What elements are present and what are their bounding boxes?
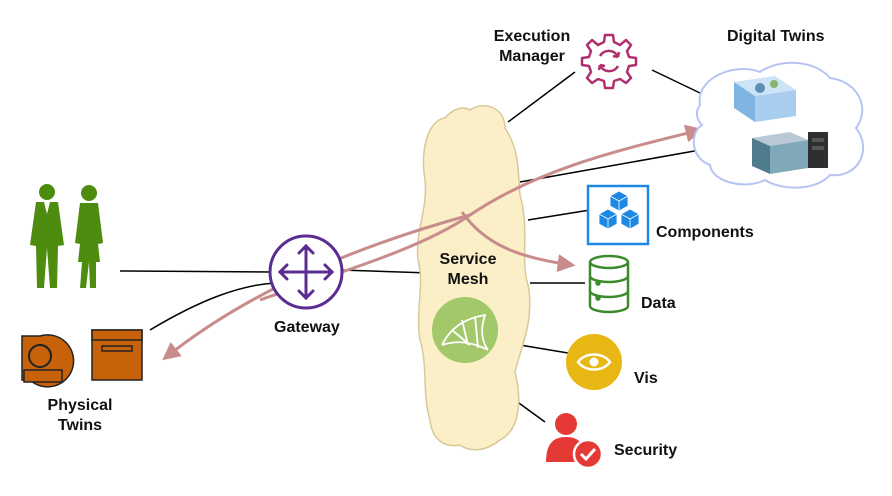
user-check-icon — [546, 413, 604, 470]
gateway-label: Gateway — [274, 319, 340, 336]
router-arrows-icon — [268, 234, 344, 310]
eye-icon — [566, 334, 622, 390]
person-silhouette-icon — [30, 184, 64, 288]
service-mesh-cloud — [416, 105, 531, 451]
vis-label: Vis — [634, 370, 658, 387]
server-rack-icon — [752, 132, 828, 174]
box-icon — [91, 329, 143, 381]
physical-twins-label-line2: Twins — [57, 417, 103, 434]
service-mesh-label: Service Mesh — [428, 250, 508, 290]
physical-twins-label: Physical Twins — [35, 396, 125, 436]
digital-twins-cloud — [692, 61, 865, 189]
gear-refresh-icon — [580, 33, 638, 90]
data-label: Data — [641, 295, 676, 312]
service-mesh-label-line1: Service — [439, 251, 497, 268]
execution-manager-label-line1: Execution — [493, 28, 571, 45]
blower-fan-icon — [21, 334, 75, 388]
person-silhouette-icon — [75, 185, 103, 288]
components-label: Components — [656, 224, 754, 241]
digital-twins-label: Digital Twins — [727, 28, 825, 45]
3d-model-icon — [734, 76, 796, 122]
security-label: Security — [614, 442, 678, 459]
cubes-icon — [586, 184, 650, 246]
mesh-icon — [432, 297, 498, 363]
database-icon — [588, 254, 630, 314]
execution-manager-label: Execution Manager — [482, 27, 582, 67]
physical-twins-label-line1: Physical — [47, 397, 113, 414]
flow-arrow-to-data — [460, 211, 576, 272]
execution-manager-label-line2: Manager — [499, 48, 565, 65]
service-mesh-label-line2: Mesh — [447, 271, 489, 288]
connection-lines — [119, 69, 701, 423]
